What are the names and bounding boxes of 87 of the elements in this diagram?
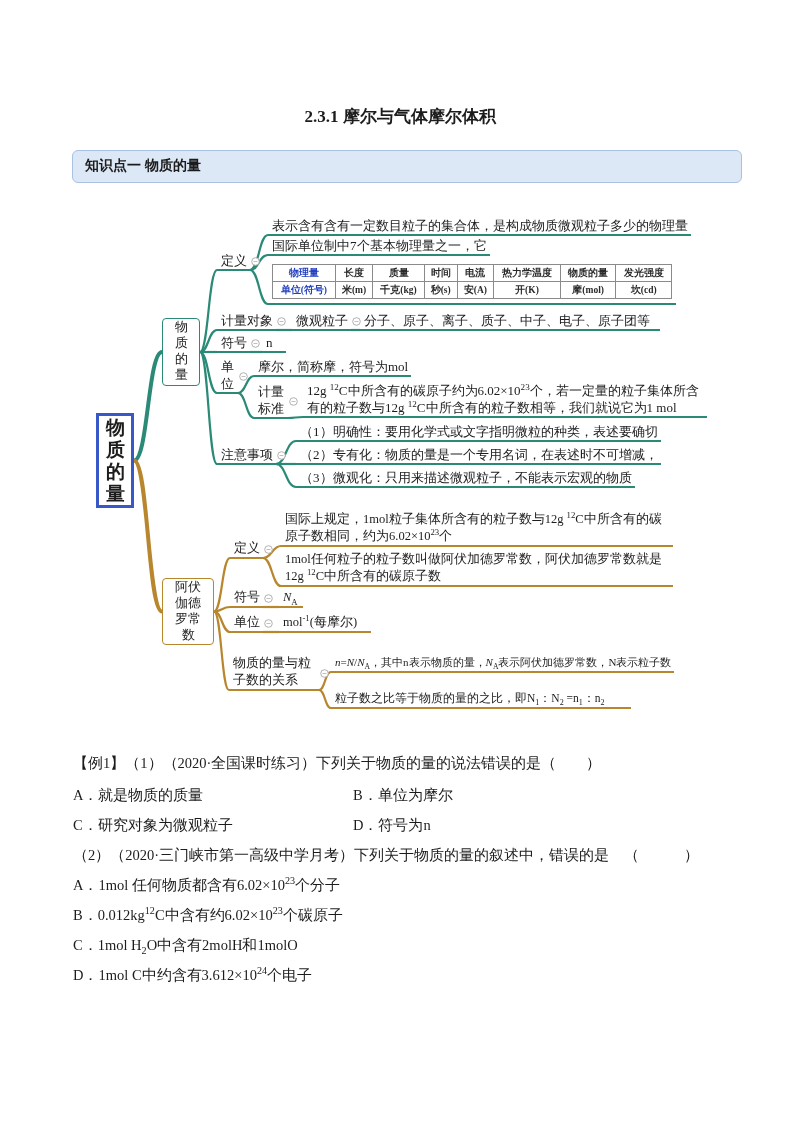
table-cell: 千克(kg): [372, 281, 425, 299]
branch-label: 1mol任何粒子的粒子数叫做阿伏加德罗常数，阿伏加德罗常数就是12g $^{12}$C中所含有的碳原子数: [281, 551, 673, 587]
table-cell: 安(A): [457, 281, 494, 299]
table-cell: 质量: [372, 264, 425, 282]
table-cell: 电流: [457, 264, 494, 282]
branch-label: 摩尔，简称摩，符号为mol: [254, 358, 412, 377]
option-text: B．单位为摩尔: [353, 786, 453, 805]
option-text: C．1mol H$_{2}$O中含有2molH和1molO: [73, 936, 298, 955]
option-text: D．符号为n: [353, 816, 431, 835]
branch-line: [199, 269, 218, 353]
branch-line: [263, 630, 279, 634]
branch-label: 表示含有含有一定数目粒子的集合体，是构成物质微观粒子多少的物理量: [268, 217, 691, 236]
table-cell: 发光强度: [615, 264, 672, 282]
branch-line: [318, 671, 332, 691]
branch-line: [213, 605, 231, 613]
branch-label: 物质的量与粒子数的关系: [229, 655, 319, 691]
root-topic-box: 物质的量: [96, 413, 134, 508]
table-cell: 开(K): [493, 281, 561, 299]
branch-line: [262, 556, 282, 588]
branch-line: [132, 459, 164, 613]
page-title: 2.3.1 摩尔与气体摩尔体积: [304, 106, 496, 128]
branch-label: 符号: [230, 589, 263, 608]
data-table: [268, 262, 676, 305]
branch-label: n: [262, 334, 286, 353]
branch-line: [351, 328, 360, 332]
branch-line: [213, 610, 231, 634]
branch-line: [249, 269, 269, 305]
branch-line: [276, 462, 296, 466]
topic-box: 物质的量: [162, 318, 200, 386]
branch-label: 符号: [217, 334, 250, 353]
branch-label: N$_{A}$: [279, 589, 303, 608]
branch-line: [318, 689, 332, 709]
branch-line: [237, 392, 255, 419]
branch-label: 单位: [230, 614, 263, 633]
option-text: A．1mol 任何物质都含有6.02×10$^{23}$个分子: [73, 875, 341, 895]
branch-label: 分子、原子、离子、质子、中子、电子、原子团等: [360, 312, 660, 331]
branch-line: [199, 328, 218, 354]
branch-line: [263, 605, 279, 609]
question-text: （2）（2020·三门峡市第一高级中学月考）下列关于物质的量的叙述中，错误的是 （ ）: [73, 846, 700, 865]
question-text: 【例1】（1）（2020·全国课时练习）下列关于物质的量的说法错误的是（ ）: [73, 754, 602, 773]
table-cell: 单位(符号): [272, 281, 336, 299]
branch-label: 注意事项: [217, 446, 276, 465]
branch-line: [249, 253, 269, 272]
section-heading-band: 知识点一 物质的量: [72, 150, 742, 183]
table-cell: 时间: [424, 264, 458, 282]
branch-line: [287, 415, 304, 420]
branch-label: 定义: [230, 540, 263, 559]
branch-line: [213, 610, 230, 691]
table-cell: 秒(s): [424, 281, 458, 299]
branch-label: （3）微观化：只用来描述微观粒子，不能表示宏观的物质: [296, 469, 635, 488]
branch-label: 12g $^{12}$C中所含有的碳原子约为6.02×10$^{23}$个，若一定量的粒子集体所含有的粒子数与12g $^{12}$C中所含有的粒子数相等，我们就说它为1 mol: [303, 382, 707, 418]
branch-line: [250, 350, 262, 354]
table-cell: 物质的量: [560, 264, 616, 282]
branch-label: （1）明确性：要用化学式或文字指明微粒的种类，表述要确切: [296, 423, 661, 442]
branch-label: 微观粒子: [292, 312, 351, 331]
table-cell: 长度: [335, 264, 373, 282]
branch-label: mol$^{-1}$(每摩尔): [279, 614, 371, 633]
option-text: B．0.012kg$^{12}$C中含有约6.02×10$^{23}$个碳原子: [73, 905, 343, 925]
topic-box: 阿伏伽德罗常数: [162, 578, 214, 645]
option-text: A．就是物质的质量: [73, 786, 204, 805]
table-cell: 热力学温度: [493, 264, 561, 282]
branch-line: [237, 374, 255, 395]
branch-line: [249, 234, 269, 271]
branch-label: 国际上规定，1mol粒子集体所含有的粒子数与12g $^{12}$C中所含有的碳原子数相同，约为6.02×10$^{23}$个: [281, 511, 673, 547]
branch-label: （2）专有化：物质的量是一个专用名词，在表述时不可增减，: [296, 446, 661, 465]
branch-line: [199, 351, 218, 465]
branch-label: 单位: [217, 358, 238, 394]
branch-label: 粒子数之比等于物质的量的之比，即N$_{1}$：N$_{2}$ =n$_{1}$：n$_{2}$: [331, 690, 631, 709]
branch-label: 定义: [217, 252, 250, 271]
branch-line: [275, 462, 297, 489]
option-text: D．1mol C中约含有3.612×10$^{24}$个电子: [73, 965, 312, 985]
option-text: C．研究对象为微观粒子: [73, 816, 233, 835]
branch-line: [262, 544, 282, 560]
branch-line: [213, 557, 231, 613]
branch-line: [132, 350, 164, 463]
branch-label: n=N/N$_{A}$，其中n表示物质的量，N$_{A}$表示阿伏加德罗常数，N表示粒子数: [331, 654, 675, 673]
branch-line: [276, 328, 292, 332]
branch-label: 国际单位制中7个基本物理量之一，它: [268, 237, 490, 256]
branch-line: [199, 351, 218, 394]
table-cell: 摩(mol): [560, 281, 616, 299]
table-cell: 坎(cd): [615, 281, 672, 299]
branch-line: [200, 350, 217, 354]
branch-label: 计量对象: [217, 312, 276, 331]
branch-label: 计量标准: [254, 383, 288, 419]
branch-line: [275, 439, 297, 466]
table-cell: 物理量: [272, 264, 336, 282]
table-cell: 米(m): [335, 281, 373, 299]
